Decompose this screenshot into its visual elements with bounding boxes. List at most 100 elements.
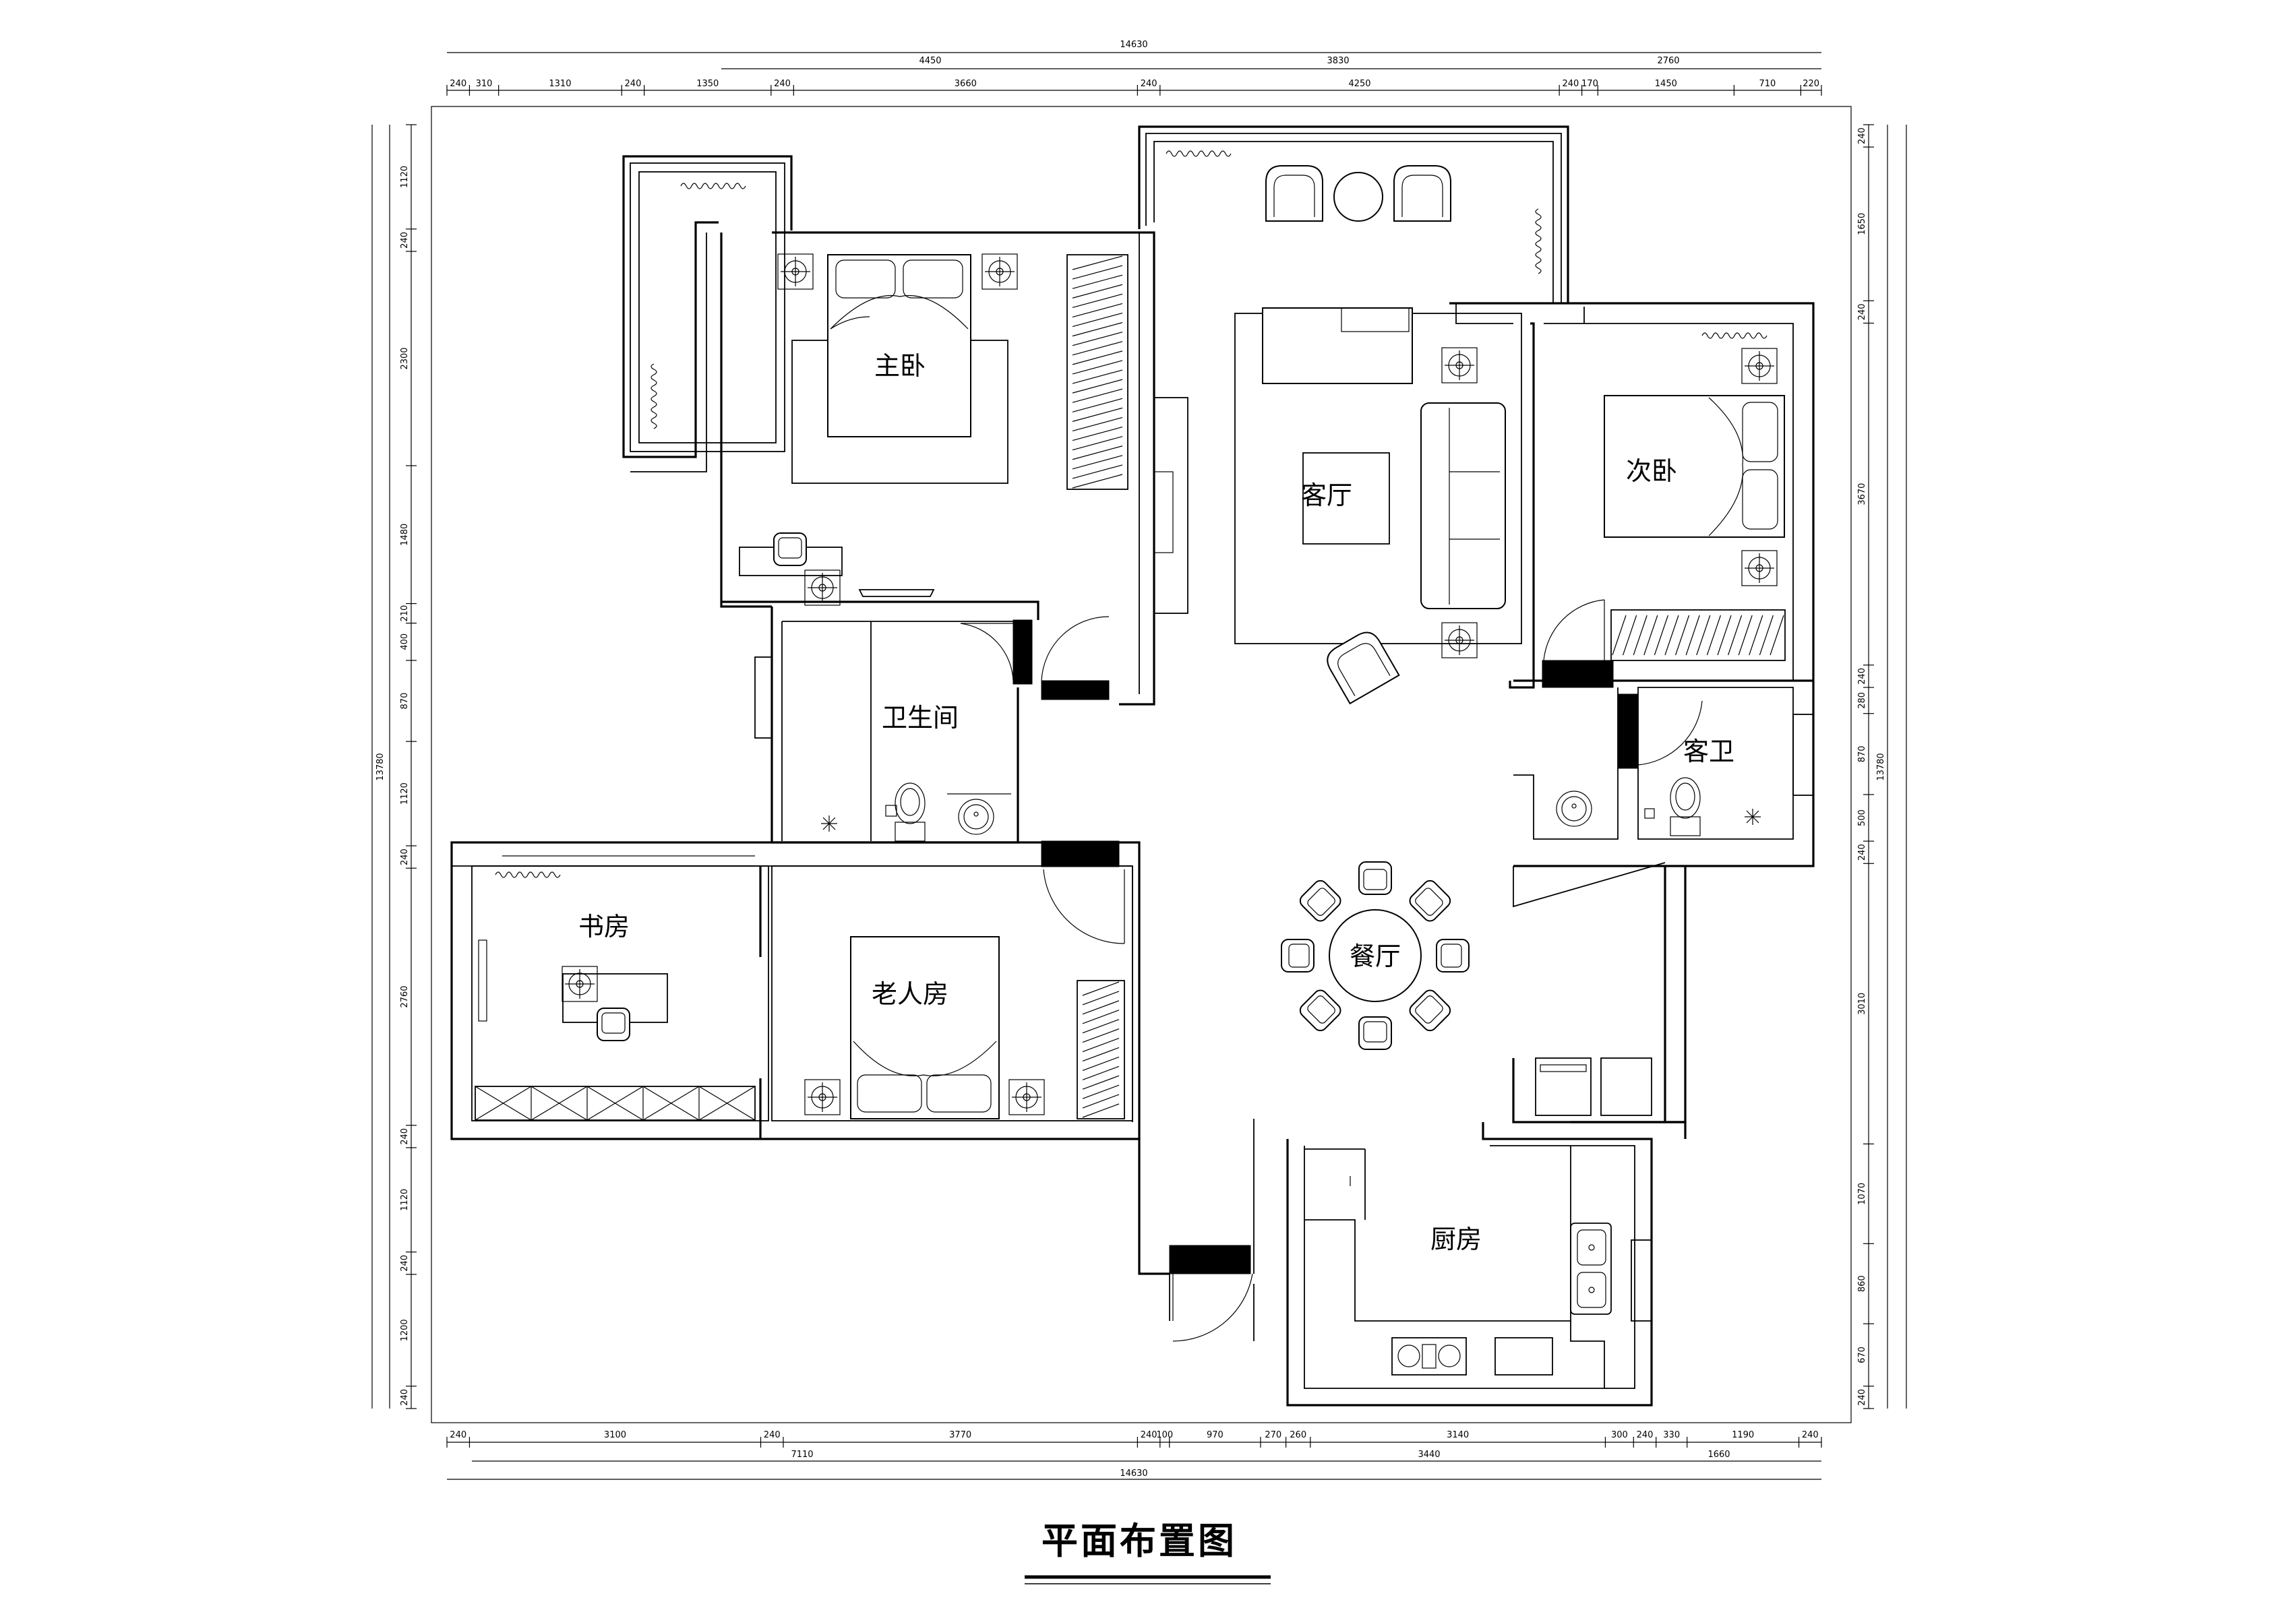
dim-left-segment: 240 (400, 1255, 410, 1272)
doors (960, 599, 1703, 1342)
dim-left-overall: 13780 (375, 753, 386, 780)
dim-left-segment: 870 (400, 693, 410, 710)
dim-top-segment: 310 (476, 79, 493, 89)
dim-top-segment: 240 (625, 79, 642, 89)
living-room-furniture (1262, 307, 1506, 704)
room-label-living-room: 客厅 (1301, 481, 1352, 510)
dim-top-segment: 710 (1759, 79, 1776, 89)
dim-top-group-2: 3830 (1327, 56, 1349, 66)
room-label-second-bedroom: 次卧 (1626, 456, 1677, 486)
dim-bottom-overall: 14630 (1120, 1469, 1147, 1479)
dim-bottom-segment: 3140 (1447, 1430, 1469, 1440)
dim-left-segment: 240 (400, 1389, 410, 1406)
dining-chair (1358, 1016, 1392, 1050)
dim-bottom-segment: 3100 (604, 1430, 626, 1440)
dim-top-segment: 240 (1562, 79, 1579, 89)
dim-left-segment: 2300 (400, 347, 410, 369)
dim-left-segment: 1480 (400, 524, 410, 546)
dim-top-segment: 220 (1803, 79, 1819, 89)
drawing-border (431, 106, 1852, 1423)
dim-top-segment: 1450 (1655, 79, 1677, 89)
dim-top-segment: 240 (450, 79, 466, 89)
dim-right-segment: 500 (1857, 809, 1867, 826)
dim-right-overall: 13780 (1876, 753, 1886, 780)
dim-top-segment: 170 (1581, 79, 1598, 89)
dim-bottom-segment: 240 (450, 1430, 466, 1440)
dining-chair (1406, 877, 1454, 925)
dim-right-segment: 240 (1857, 303, 1867, 320)
dim-top-segment: 1310 (549, 79, 571, 89)
dim-right-segment: 3010 (1857, 993, 1867, 1015)
dim-bottom-segment: 330 (1663, 1430, 1680, 1440)
dim-top-segment: 1350 (696, 79, 719, 89)
dim-top-segment: 4250 (1348, 79, 1370, 89)
dim-bottom-segment: 300 (1611, 1430, 1628, 1440)
dim-right-segment: 3670 (1857, 483, 1867, 505)
dim-bottom-segment: 1190 (1732, 1430, 1754, 1440)
dim-left-segment: 1200 (400, 1319, 410, 1341)
dining-chair (1296, 987, 1344, 1034)
dim-right-segment: 1070 (1857, 1183, 1867, 1205)
dim-right-segment: 870 (1857, 745, 1867, 762)
dim-left-segment: 210 (400, 605, 410, 622)
dim-right-segment: 670 (1857, 1347, 1867, 1363)
kitchen-fixtures (1350, 1176, 1612, 1376)
second-bedroom-furniture (1604, 332, 1786, 661)
dim-left-segment: 240 (400, 1128, 410, 1145)
dim-right-segment: 860 (1857, 1275, 1867, 1292)
dining-chair (1358, 861, 1392, 895)
dim-right-segment: 1650 (1857, 213, 1867, 235)
dim-bottom-segment: 100 (1156, 1430, 1173, 1440)
balcony-living (1138, 125, 1569, 303)
dim-right-segment: 240 (1857, 1389, 1867, 1406)
room-label-study: 书房 (578, 912, 630, 941)
bathroom-fixtures (820, 777, 1761, 842)
dim-top-segment: 240 (1141, 79, 1157, 89)
dim-top-overall: 14630 (1120, 40, 1147, 50)
dim-bottom-group-2: 3440 (1418, 1450, 1440, 1460)
dim-left-segment: 1120 (400, 782, 410, 805)
dim-left-segment: 400 (400, 634, 410, 650)
dining-chair (1281, 939, 1315, 972)
dim-left-segment: 240 (400, 232, 410, 249)
dim-bottom-segment: 260 (1290, 1430, 1306, 1440)
room-label-dining-room: 餐厅 (1350, 941, 1401, 971)
room-label-kitchen: 厨房 (1430, 1225, 1482, 1254)
dining-chair (1406, 987, 1454, 1034)
dim-right-segment: 240 (1857, 668, 1867, 685)
room-label-elderly-room: 老人房 (872, 979, 948, 1009)
dim-right-segment: 280 (1857, 692, 1867, 709)
dim-left-segment: 2760 (400, 985, 410, 1008)
dim-bottom-group-1: 7110 (791, 1450, 813, 1460)
dim-bottom-segment: 270 (1265, 1430, 1281, 1440)
drawing-title: 平面布置图 (1041, 1519, 1237, 1562)
dim-bottom-group-3: 1660 (1708, 1450, 1730, 1460)
dim-bottom-segment: 240 (1141, 1430, 1157, 1440)
dim-left-segment: 1120 (400, 166, 410, 188)
dim-bottom-segment: 3770 (949, 1430, 971, 1440)
dim-top-group-1: 4450 (919, 56, 941, 66)
dim-right-segment: 240 (1857, 127, 1867, 144)
room-label-master-bedroom: 主卧 (874, 351, 926, 381)
dim-bottom-segment: 240 (1637, 1430, 1654, 1440)
dining-furniture (1281, 861, 1652, 1116)
dim-top-segment: 3660 (955, 79, 977, 89)
master-bedroom-furniture (739, 253, 1188, 614)
elderly-room-furniture (804, 936, 1125, 1119)
dim-right-segment: 240 (1857, 844, 1867, 861)
room-label-guest-bathroom: 客卫 (1683, 737, 1734, 766)
dim-top-segment: 240 (774, 79, 791, 89)
dim-top-group-3: 2760 (1657, 56, 1679, 66)
dim-left-segment: 1120 (400, 1189, 410, 1211)
dim-left-segment: 240 (400, 848, 410, 865)
dim-bottom-segment: 240 (1802, 1430, 1819, 1440)
dining-chair (1296, 877, 1344, 925)
dimension-lines (371, 52, 1907, 1480)
dining-chair (1436, 939, 1470, 972)
dim-bottom-segment: 240 (764, 1430, 781, 1440)
dim-bottom-segment: 970 (1207, 1430, 1223, 1440)
room-label-bathroom: 卫生间 (882, 703, 959, 733)
study-furniture (475, 855, 756, 1121)
balcony-master (622, 155, 793, 472)
